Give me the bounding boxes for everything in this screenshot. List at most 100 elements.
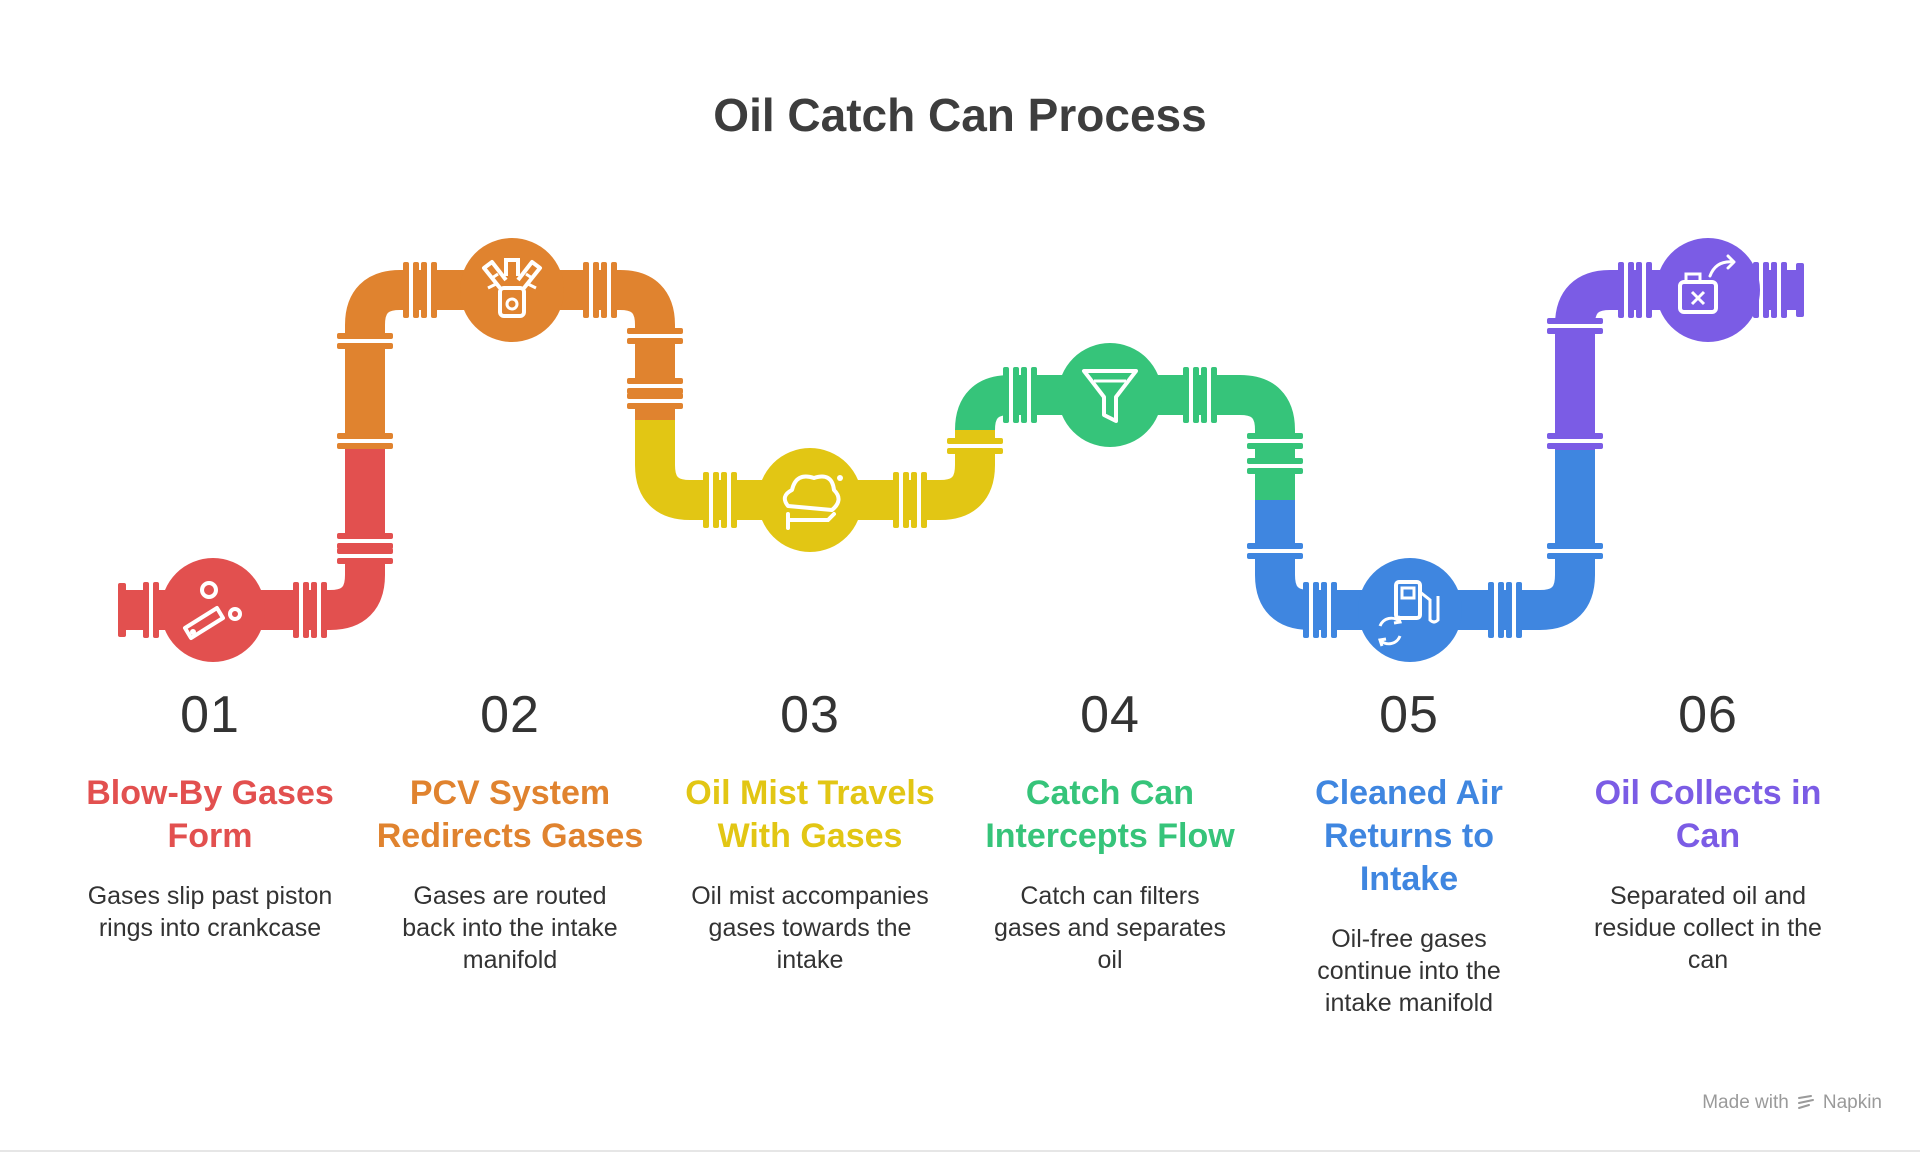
pipe-collar [1313,582,1319,638]
pipe-segment-4 [955,375,1295,500]
page-title: Oil Catch Can Process [713,89,1207,141]
step-number: 04 [1080,686,1140,744]
pipe-collar [921,472,927,528]
bottom-divider [0,1150,1920,1152]
pipe-gap [633,334,677,338]
pipe-gap [1207,373,1211,417]
pipe-collar [583,262,589,318]
pipe-collar [1201,367,1207,423]
pipe-collar [1247,543,1303,549]
pipe-gap [1759,268,1763,312]
pipe-collar [893,472,899,528]
pipe-gap [149,588,153,632]
pipe-collar [1618,262,1624,318]
step-title: Catch Can Intercepts Flow [985,774,1235,855]
pipe-collar [431,262,437,318]
node-circle [1358,558,1462,662]
pipe-collar [627,378,683,384]
pipe-gap [899,478,903,522]
pipe-collar [143,582,149,638]
pipe-gap [427,268,431,312]
pipe-collar [1763,262,1769,318]
pipe-collar [911,472,917,528]
pipe-gap [1494,588,1498,632]
step-title: Blow-By Gases Form [86,774,334,855]
pipe-collar [601,262,607,318]
pipe-gap [709,478,713,522]
pipe-collar [1247,443,1303,449]
pipe-gap [1553,324,1597,328]
pipe-collar [321,582,327,638]
pipe-collar [337,548,393,554]
pipe-collar [1021,367,1027,423]
pipe-gap [917,478,921,522]
pipe-gap [343,339,387,343]
pipe-collar [947,448,1003,454]
pipe-collar [337,533,393,539]
funnel-icon [1082,369,1138,423]
step-description: Oil-free gases continue into the intake … [1317,925,1501,1017]
pipe-collar [1211,367,1217,423]
pipe-collar [627,328,683,334]
pipe-collar [1247,553,1303,559]
node-1 [161,558,265,662]
step-title: PCV System Redirects Gases [376,774,644,855]
step-description: Oil mist accompanies gases towards the i… [691,882,929,974]
pipe-collar [337,543,393,549]
node-3 [758,448,862,552]
pipe-collar [311,582,317,638]
mist-icon [782,474,843,530]
pipe-collar [1321,582,1327,638]
pipe-gap [317,588,321,632]
pipe-collar [337,433,393,439]
pipe-collar [1488,582,1494,638]
pipe-collar [153,582,159,638]
pipe-collar [1303,582,1309,638]
pipe-collar [337,333,393,339]
pipe-gap [633,399,677,403]
pipe-gap [727,478,731,522]
step-description: Catch can filters gases and separates oi… [993,882,1227,974]
engine-icon [482,258,542,318]
pipe-gap [1553,439,1597,443]
pipe-gap [1253,439,1297,443]
step-03: 03 Oil Mist Travels With Gases Oil mist … [675,680,945,976]
node-2 [460,238,564,342]
pipe-collar [1003,367,1009,423]
pipe-gap [1189,373,1193,417]
pipe-collar [627,393,683,399]
pipe-collar [337,443,393,449]
pipe-collar [1781,262,1787,318]
pipe-collar [1331,582,1337,638]
pipe-gap [953,444,997,448]
pipe-collar [593,262,599,318]
pipe-segment-1 [125,445,385,630]
step-04: 04 Catch Can Intercepts Flow Catch can f… [975,680,1245,976]
pipe-collar [421,262,427,318]
pipe-collar [947,438,1003,444]
pipe-collar [1547,433,1603,439]
pipe-collar [611,262,617,318]
pipe-collar [1547,443,1603,449]
step-description: Gases slip past piston rings into crankc… [87,882,333,942]
pipe-collar [713,472,719,528]
pipe-gap [1027,373,1031,417]
step-title: Oil Mist Travels With Gases [685,774,935,855]
pipe-gap [299,588,303,632]
pipe-gap [589,268,593,312]
piston-icon [183,581,242,640]
pipe-collar [413,262,419,318]
pipe-gap [1777,268,1781,312]
pipe-collar [731,472,737,528]
pipe-gap [343,539,387,543]
step-06: 06 Oil Collects in Can Separated oil and… [1573,680,1843,976]
pipe-collar [1628,262,1634,318]
pipe-gap [1642,268,1646,312]
step-number: 05 [1379,686,1439,744]
pipe-collar [1547,318,1603,324]
node-4 [1058,343,1162,447]
pipe-gap [343,439,387,443]
pipe-collar [1646,262,1652,318]
watermark: Made with Napkin [1702,1092,1882,1114]
pipe-collar [1247,468,1303,474]
